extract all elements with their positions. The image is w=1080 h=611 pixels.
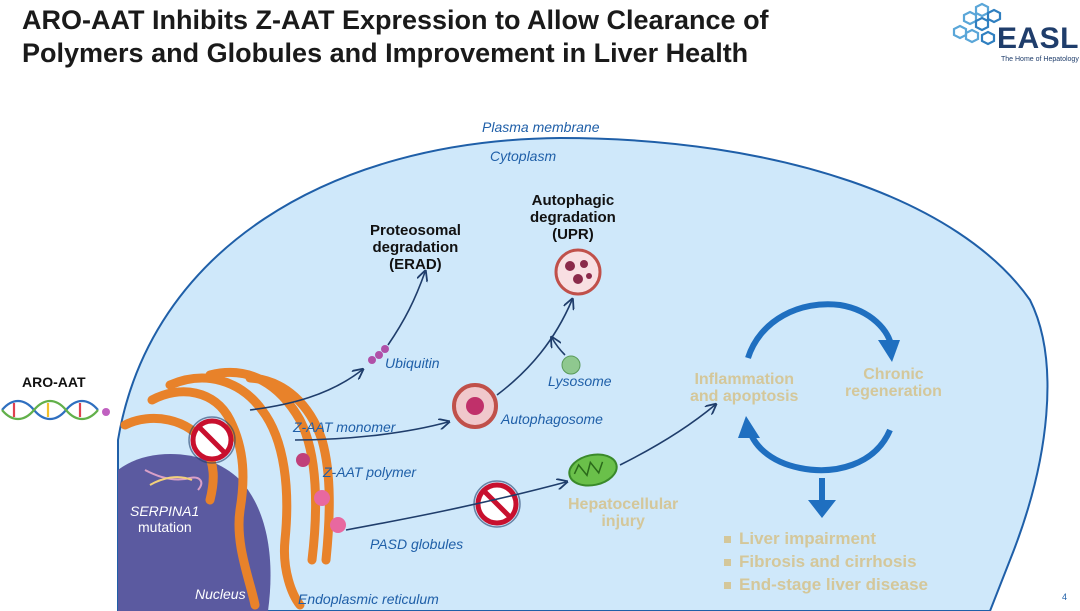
outcome-item: End-stage liver disease (724, 573, 928, 596)
autophagic-degradation-label: Autophagic degradation (UPR) (530, 192, 616, 243)
autophagosome-icon (452, 383, 498, 429)
page-number: 4 (1062, 592, 1068, 602)
nucleus-shape (118, 453, 271, 611)
mitochondrion-icon (568, 453, 618, 487)
pasd-globule-1 (314, 490, 330, 506)
cytoplasm-label: Cytoplasm (490, 148, 557, 164)
outcome-item: Fibrosis and cirrhosis (724, 550, 928, 573)
autophagosome-label: Autophagosome (501, 411, 603, 427)
logo-text: EASL (997, 22, 1080, 55)
chronic-regeneration-label: Chronic regeneration (845, 366, 942, 400)
ubiquitin-label: Ubiquitin (385, 355, 440, 371)
arrow-to-ubiquitin (249, 370, 362, 411)
z-aat-polymer-label: Z-AAT polymer (323, 464, 417, 480)
down-arrowhead (808, 500, 836, 518)
title-line-1: ARO-AAT Inhibits Z-AAT Expression to All… (22, 5, 769, 35)
aro-aat-rna-icon (1, 399, 99, 421)
autophagic-vesicle-icon (554, 248, 602, 296)
endoplasmic-reticulum-label: Endoplasmic reticulum (298, 591, 439, 607)
arrow-globules-to-mito (345, 482, 566, 531)
inhibition-icon-globules (473, 480, 521, 528)
cycle-arrow-bottom (745, 424, 893, 474)
arrow-monomer-to-autophagosome (294, 422, 448, 441)
z-aat-polymer-blob (296, 453, 310, 467)
mutation-label: mutation (138, 519, 192, 535)
dna-helix-icon (144, 469, 203, 491)
cell-membrane (117, 136, 1049, 611)
aro-aat-ligand (102, 408, 110, 416)
arrow-lysosome (552, 338, 566, 356)
aro-aat-label: ARO-AAT (22, 374, 86, 390)
cycle-arrowhead-top (878, 340, 900, 362)
endoplasmic-reticulum (120, 367, 334, 610)
arrow-mito-to-inflammation (619, 405, 715, 466)
arrow-to-erad (387, 272, 425, 346)
plasma-membrane-label: Plasma membrane (482, 119, 600, 135)
outcome-item: Liver impairment (724, 527, 928, 550)
easl-logo-icon (952, 2, 1002, 46)
pasd-globule-2 (330, 517, 346, 533)
proteosomal-degradation-label: Proteosomal degradation (ERAD) (370, 222, 461, 273)
lysosome-icon (561, 355, 581, 375)
cycle-arrow-top (745, 301, 895, 359)
arrow-to-upr (496, 300, 572, 396)
cycle-arrowhead-bottom (738, 416, 760, 438)
inflammation-apoptosis-label: Inflammation and apoptosis (690, 371, 799, 405)
slide-title: ARO-AAT Inhibits Z-AAT Expression to All… (22, 4, 922, 70)
watermark: ◔ 大数跨境 (8, 582, 96, 602)
lysosome-label: Lysosome (548, 373, 612, 389)
serpina1-label: SERPINA1 (130, 503, 200, 519)
nucleus-label: Nucleus (195, 586, 246, 602)
logo-tagline: The Home of Hepatology (1001, 56, 1079, 63)
pasd-globules-label: PASD globules (370, 536, 464, 552)
ubiquitin-icon (368, 345, 389, 364)
hepatocellular-injury-label: Hepatocellular injury (568, 496, 679, 530)
z-aat-monomer-label: Z-AAT monomer (293, 419, 396, 435)
title-line-2: Polymers and Globules and Improvement in… (22, 38, 749, 68)
inhibition-icon-er (188, 416, 236, 464)
outcomes-list: Liver impairment Fibrosis and cirrhosis … (724, 527, 928, 596)
